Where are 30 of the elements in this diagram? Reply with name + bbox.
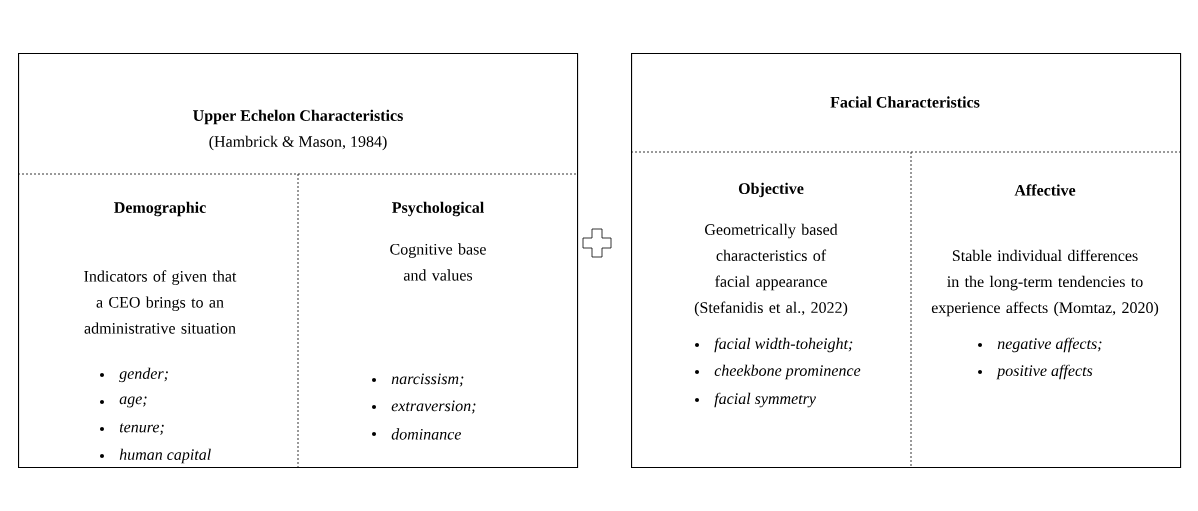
bullet-item: dominance <box>372 428 462 440</box>
bullet-item: extraversion; <box>372 400 476 414</box>
bullet-item: human capital <box>100 448 211 464</box>
bullet-item: facial symmetry <box>695 392 816 408</box>
citation: (Hambrick & Mason, 1984) <box>209 135 387 151</box>
bullet-item: facial width-toheight; <box>695 337 853 353</box>
heading: Affective <box>1014 184 1076 196</box>
description: Cognitive base and values <box>390 243 486 281</box>
bullet-item: negative affects; <box>978 337 1102 353</box>
description: Stable individual differences in the long-term tendencies to experience affects (Momtaz, 2020) <box>931 249 1159 317</box>
column-cell <box>931 184 1159 380</box>
bullet-item: narcissism; <box>372 373 464 387</box>
heading: Objective <box>738 182 804 198</box>
heading: Demographic <box>114 201 206 217</box>
heading: Upper Echelon Characteristics <box>193 109 403 125</box>
bullet-item: gender; <box>100 367 168 383</box>
column-cell <box>84 201 237 464</box>
panel-box <box>18 53 579 469</box>
bullet-item: cheekbone prominence <box>695 364 861 380</box>
bullet-item: positive affects <box>978 364 1093 380</box>
heading: Facial Characteristics <box>830 96 980 108</box>
description: Indicators of given that a CEO brings to an administrative situation <box>84 270 237 334</box>
bullet-item: age; <box>100 396 147 408</box>
heading: Psychological <box>392 201 484 217</box>
column-cell <box>372 201 486 440</box>
bullet-item: tenure; <box>100 423 164 435</box>
panel-box <box>631 53 1182 469</box>
column-cell <box>694 182 861 408</box>
plus-sign <box>582 228 612 258</box>
description: Geometrically based characteristics of facial appearance (Stefanidis et al., 2022) <box>694 223 848 317</box>
